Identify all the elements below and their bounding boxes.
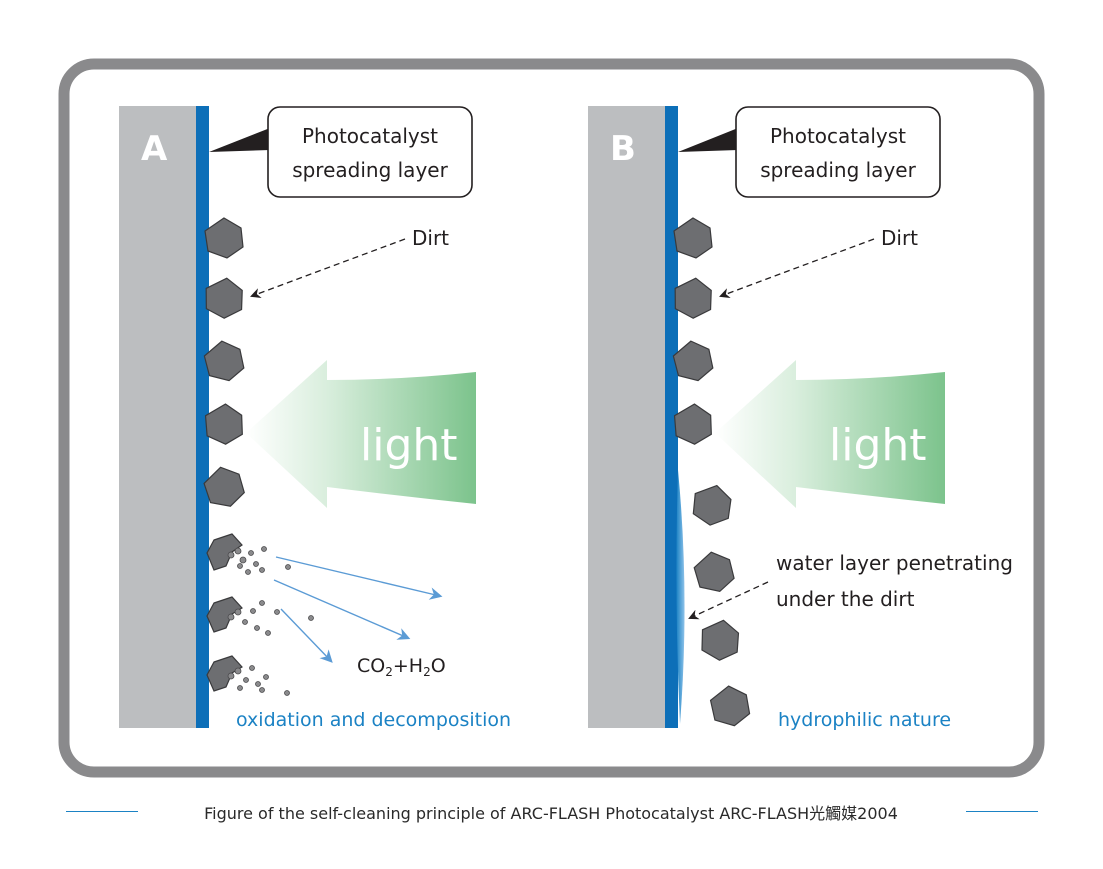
bottom-caption-b: hydrophilic nature <box>778 709 951 731</box>
callout-pointer-b <box>678 128 738 152</box>
panel-letter-b: B <box>610 129 636 169</box>
coating-layer-b <box>665 106 678 728</box>
callout-box-a <box>267 106 473 198</box>
product-label: CO2+H2O <box>357 655 446 679</box>
callout-line2-b: spreading layer <box>760 158 916 182</box>
water-label-line1: water layer penetrating <box>776 551 1013 575</box>
panel-letter-a: A <box>141 129 168 169</box>
product-arrow <box>280 608 333 663</box>
light-arrow-a <box>246 360 476 508</box>
dirt-label-a: Dirt <box>412 226 449 250</box>
dirt-arrow-a <box>250 238 406 298</box>
figure-caption: Figure of the self-cleaning principle of… <box>204 804 898 823</box>
decomposition-particles <box>227 546 314 696</box>
callout-box-b <box>735 106 941 198</box>
caption-rule-right <box>966 811 1038 812</box>
panel-a: A Photocatalyst spreading layer Dirt lig… <box>119 106 511 731</box>
water-label-line2: under the dirt <box>776 587 915 611</box>
substrate-a <box>119 106 196 728</box>
light-label-b: light <box>829 420 927 471</box>
water-arrow <box>688 581 769 620</box>
water-layer <box>676 470 685 724</box>
product-arrow <box>273 579 411 640</box>
decomposing-dirt <box>206 533 243 692</box>
callout-pointer-a <box>209 128 270 152</box>
dirt-arrow-b <box>719 238 875 298</box>
light-arrow-b <box>715 360 945 508</box>
panel-b: B Photocatalyst spreading layer Dirt lig… <box>588 106 1013 731</box>
caption-rule-left <box>66 811 138 812</box>
coating-layer-a <box>196 106 209 728</box>
callout-line1-a: Photocatalyst <box>302 124 438 148</box>
callout-line1-b: Photocatalyst <box>770 124 906 148</box>
substrate-b <box>588 106 665 728</box>
dirt-label-b: Dirt <box>881 226 918 250</box>
bottom-caption-a: oxidation and decomposition <box>236 709 511 731</box>
product-arrow <box>275 556 443 600</box>
figure-caption-bar: Figure of the self-cleaning principle of… <box>0 796 1103 830</box>
light-label-a: light <box>360 420 458 471</box>
callout-line2-a: spreading layer <box>292 158 448 182</box>
